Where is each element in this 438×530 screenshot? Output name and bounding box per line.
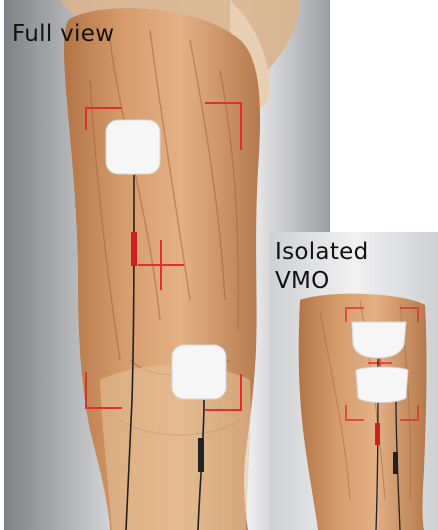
isolated-electrode-pad-lower [356, 367, 408, 403]
electrode-pad-lower [172, 345, 226, 399]
lead-connector-red [131, 232, 137, 266]
isolated-lead-connector-red [375, 423, 380, 445]
lead-connector-black [198, 438, 204, 472]
full-view-label: Full view [12, 20, 114, 49]
isolated-vmo-label: Isolated VMO [275, 238, 369, 296]
isolated-electrode-pad-upper [352, 322, 406, 358]
isolated-lead-connector-black [393, 452, 398, 474]
electrode-pad-upper [106, 120, 160, 174]
